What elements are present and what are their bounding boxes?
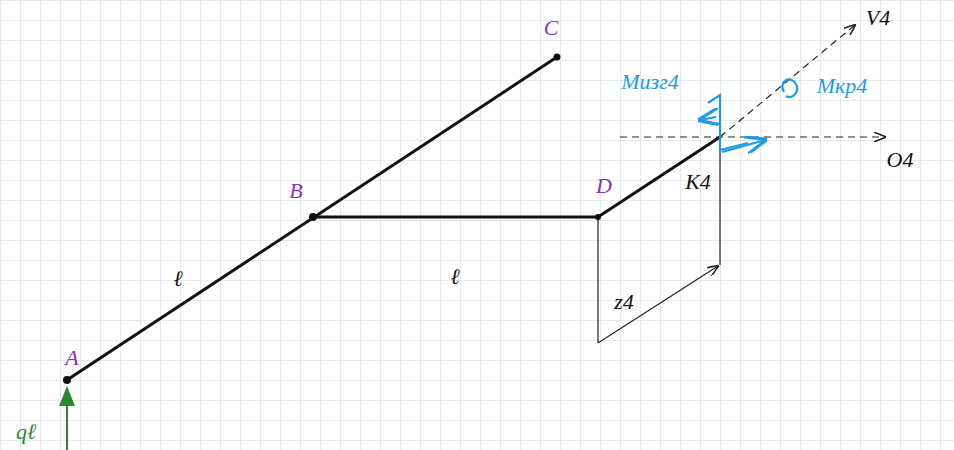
force-arrow [66,388,68,450]
load-label: qℓ [16,421,36,443]
frame-bars [67,57,720,380]
length-label: ℓ [450,266,459,288]
moment-label: Mкр4 [817,75,868,97]
length-label: ℓ [173,268,182,290]
axis-label: O4 [887,149,914,171]
coordinate-lines [598,25,885,343]
point-label: C [544,17,559,39]
point-label: A [65,347,78,369]
axis-label: V4 [866,7,890,29]
moment-symbols [700,79,797,152]
point-label: B [289,180,302,202]
coordinate-label: z4 [614,291,634,313]
point-label: D [596,175,612,197]
moment-label: Mизг4 [621,71,679,93]
joint-dots [63,54,601,385]
section-label: K4 [685,171,711,193]
